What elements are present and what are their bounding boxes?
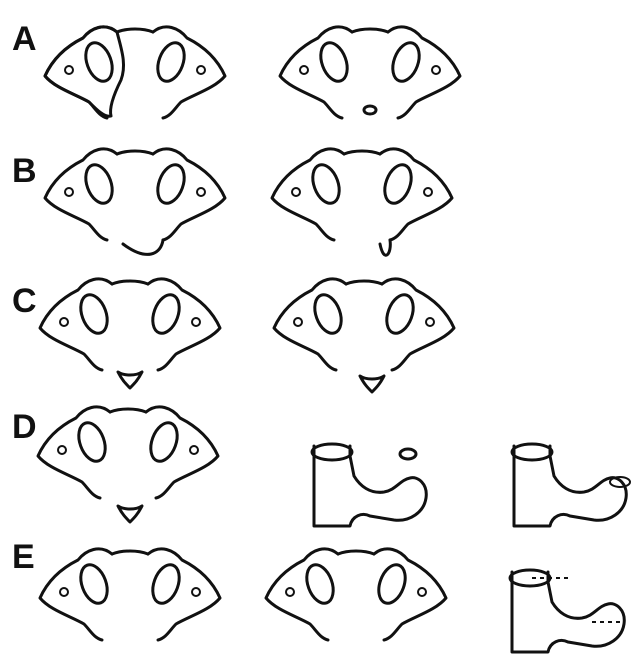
panel-b-right-atlas — [272, 149, 452, 255]
panel-c-left-atlas — [40, 279, 220, 370]
panel-label-b: B — [12, 152, 37, 190]
panel-d-left-atlas — [38, 407, 218, 498]
panel-label-c: C — [12, 282, 37, 320]
panel-a-right-atlas — [280, 27, 460, 118]
panel-c-right-tubercle — [360, 376, 384, 392]
panel-b-left-atlas — [45, 149, 225, 255]
panel-d-right-lateral — [512, 444, 630, 526]
panel-d-middle-lateral — [312, 444, 426, 526]
panel-c-right-atlas — [274, 279, 454, 370]
panel-a-left-atlas — [45, 27, 225, 118]
panel-e-left-atlas — [40, 549, 220, 640]
panel-d-left-tubercle — [118, 506, 142, 522]
panel-e-middle-atlas — [266, 549, 446, 640]
panel-label-a: A — [12, 20, 37, 58]
panel-label-d: D — [12, 408, 37, 446]
panel-c-left-tubercle — [118, 372, 142, 388]
panel-label-e: E — [12, 538, 35, 576]
panel-e-right-lateral — [510, 570, 624, 652]
